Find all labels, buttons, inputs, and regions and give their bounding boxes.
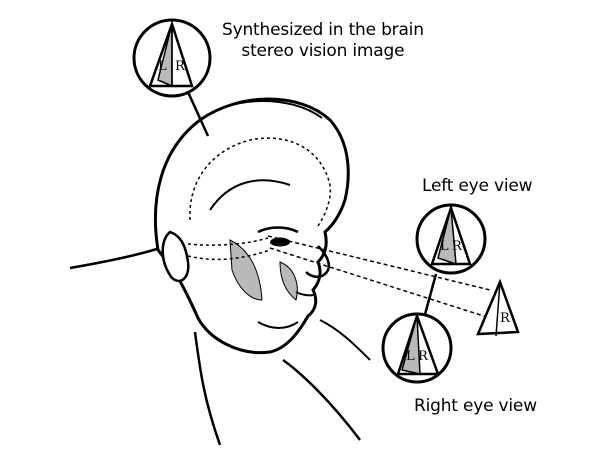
optic-path <box>187 237 269 246</box>
brain-glyph-r: R <box>175 59 186 74</box>
object-pyramid <box>476 278 520 337</box>
eyebrow <box>257 226 299 234</box>
brain-connector <box>186 91 210 137</box>
brain-caption-line2: stereo vision image <box>241 41 405 62</box>
right-eye-glyph-r: R <box>418 349 429 364</box>
sight-line-upper <box>267 235 491 291</box>
temple-line <box>209 179 291 211</box>
brain-glyph-l: L <box>158 59 167 74</box>
brain-caption-line1: Synthesized in the brain <box>222 20 424 40</box>
object-glyph: R <box>500 311 511 326</box>
left-shoulder-line <box>69 246 161 270</box>
optic-path-lower <box>187 249 271 261</box>
hair-line <box>199 100 323 121</box>
left-eye-view-bubble <box>415 203 487 275</box>
nose <box>305 245 330 279</box>
face-shading <box>229 239 263 301</box>
head-outline <box>153 97 350 355</box>
eye-view-connector <box>422 273 438 319</box>
left-eye-glyph-r: R <box>452 239 463 254</box>
right-eye-view-bubble <box>381 312 453 384</box>
ear <box>161 230 190 283</box>
brain-outline <box>189 137 332 227</box>
brain-image-bubble <box>132 18 212 98</box>
left-eye-glyph-l: L <box>440 239 449 254</box>
left-eye-caption: Left eye view <box>422 176 533 196</box>
eye <box>270 237 290 247</box>
right-eye-glyph-l: L <box>406 349 415 364</box>
cheek-shading <box>279 261 298 301</box>
shirt-line <box>319 319 371 361</box>
back-neck-line <box>193 331 222 446</box>
mouth <box>295 291 317 297</box>
chin <box>257 321 299 329</box>
right-eye-caption: Right eye view <box>414 396 537 416</box>
brain-caption: Synthesized in the brain stereo vision i… <box>222 20 424 63</box>
sight-line-lower <box>269 247 491 319</box>
front-neck-line <box>282 358 361 441</box>
